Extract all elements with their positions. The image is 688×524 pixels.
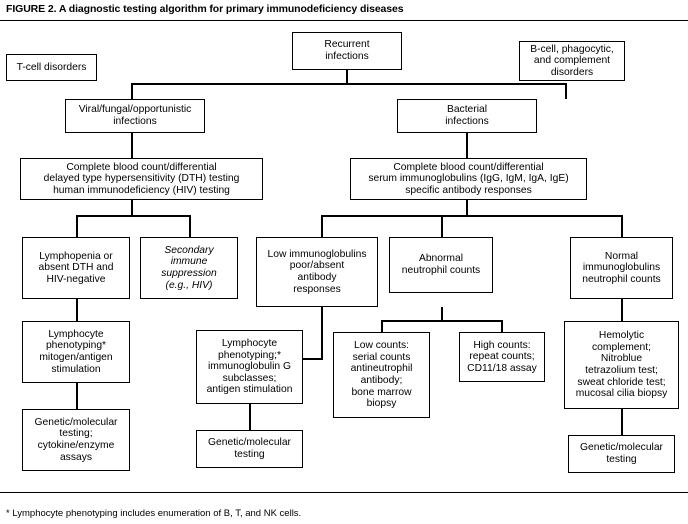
node-viral-fungal-opportunistic-infections[interactable]: Viral/fungal/opportunistic infections (65, 99, 205, 133)
title-divider-top (0, 20, 688, 21)
connector-lowig-elbow (302, 358, 323, 360)
connector-cbcleft-split (76, 215, 190, 217)
connector-recurrent-split (131, 83, 567, 85)
footnote-divider (0, 492, 688, 493)
figure-footnote: * Lymphocyte phenotyping includes enumer… (6, 508, 302, 519)
connector-abnormal-down (441, 307, 443, 321)
figure-title: FIGURE 2. A diagnostic testing algorithm… (6, 3, 404, 15)
node-abnormal-neutrophil-counts[interactable]: Abnormal neutrophil counts (389, 237, 493, 293)
node-lymphocyte-phenotyping-igg-subclasses[interactable]: Lymphocyte phenotyping;* immunoglobulin … (196, 330, 303, 404)
node-cbc-serum-immunoglobulins[interactable]: Complete blood count/differential serum … (350, 158, 587, 200)
connector-cbcright-down (466, 199, 468, 216)
connector-to-abnormal-neutrophil (441, 215, 443, 237)
node-high-counts[interactable]: High counts: repeat counts; CD11/18 assa… (459, 332, 545, 382)
connector-to-normal-immunoglobulins (621, 215, 623, 237)
connector-to-bacterial (565, 83, 567, 99)
node-b-cell-phagocytic-complement-disorders[interactable]: B-cell, phagocytic, and complement disor… (519, 41, 625, 81)
connector-hemolytic-down (621, 409, 623, 435)
connector-bacterial-to-cbc-right (466, 133, 468, 159)
connector-to-secondary (189, 215, 191, 237)
connector-lowig-down (321, 307, 323, 360)
connector-lymphopenia-down (76, 299, 78, 321)
connector-to-low-immunoglobulins (321, 215, 323, 237)
connector-cbcright-split (321, 215, 622, 217)
node-genetic-molecular-cytokine-assays[interactable]: Genetic/molecular testing; cytokine/enzy… (22, 409, 130, 471)
connector-to-lymphopenia (76, 215, 78, 237)
node-normal-immunoglobulins[interactable]: Normal immunoglobulins neutrophil counts (570, 237, 673, 299)
node-secondary-immune-suppression[interactable]: Secondary immune suppression (e.g., HIV) (140, 237, 238, 299)
connector-phenotyping-left-down (76, 383, 78, 409)
node-lymphocyte-phenotyping-mitogen[interactable]: Lymphocyte phenotyping* mitogen/antigen … (22, 321, 130, 383)
node-genetic-molecular-testing-mid[interactable]: Genetic/molecular testing (196, 430, 303, 468)
connector-phenotyping-mid-down (249, 404, 251, 430)
node-genetic-molecular-testing-right[interactable]: Genetic/molecular testing (568, 435, 675, 473)
connector-abnormal-split (381, 320, 503, 322)
node-recurrent-infections[interactable]: Recurrent infections (292, 32, 402, 70)
node-lymphopenia-absent-dth[interactable]: Lymphopenia or absent DTH and HIV-negati… (22, 237, 130, 299)
node-low-counts[interactable]: Low counts: serial counts antineutrophil… (333, 332, 430, 418)
connector-cbclefts-down (131, 199, 133, 216)
node-low-immunoglobulins[interactable]: Low immunoglobulins poor/absent antibody… (256, 237, 378, 307)
connector-to-high-counts (501, 320, 503, 333)
node-t-cell-disorders[interactable]: T-cell disorders (6, 54, 97, 81)
connector-recurrent-down (346, 70, 348, 84)
node-hemolytic-complement-tests[interactable]: Hemolytic complement; Nitroblue tetrazol… (564, 321, 679, 409)
connector-normalig-down (621, 299, 623, 321)
connector-to-viral (131, 83, 133, 99)
connector-to-low-counts (381, 320, 383, 333)
connector-viral-to-cbc-left (131, 133, 133, 159)
node-cbc-dth-hiv-testing[interactable]: Complete blood count/differential delaye… (20, 158, 263, 200)
node-bacterial-infections[interactable]: Bacterial infections (397, 99, 537, 133)
